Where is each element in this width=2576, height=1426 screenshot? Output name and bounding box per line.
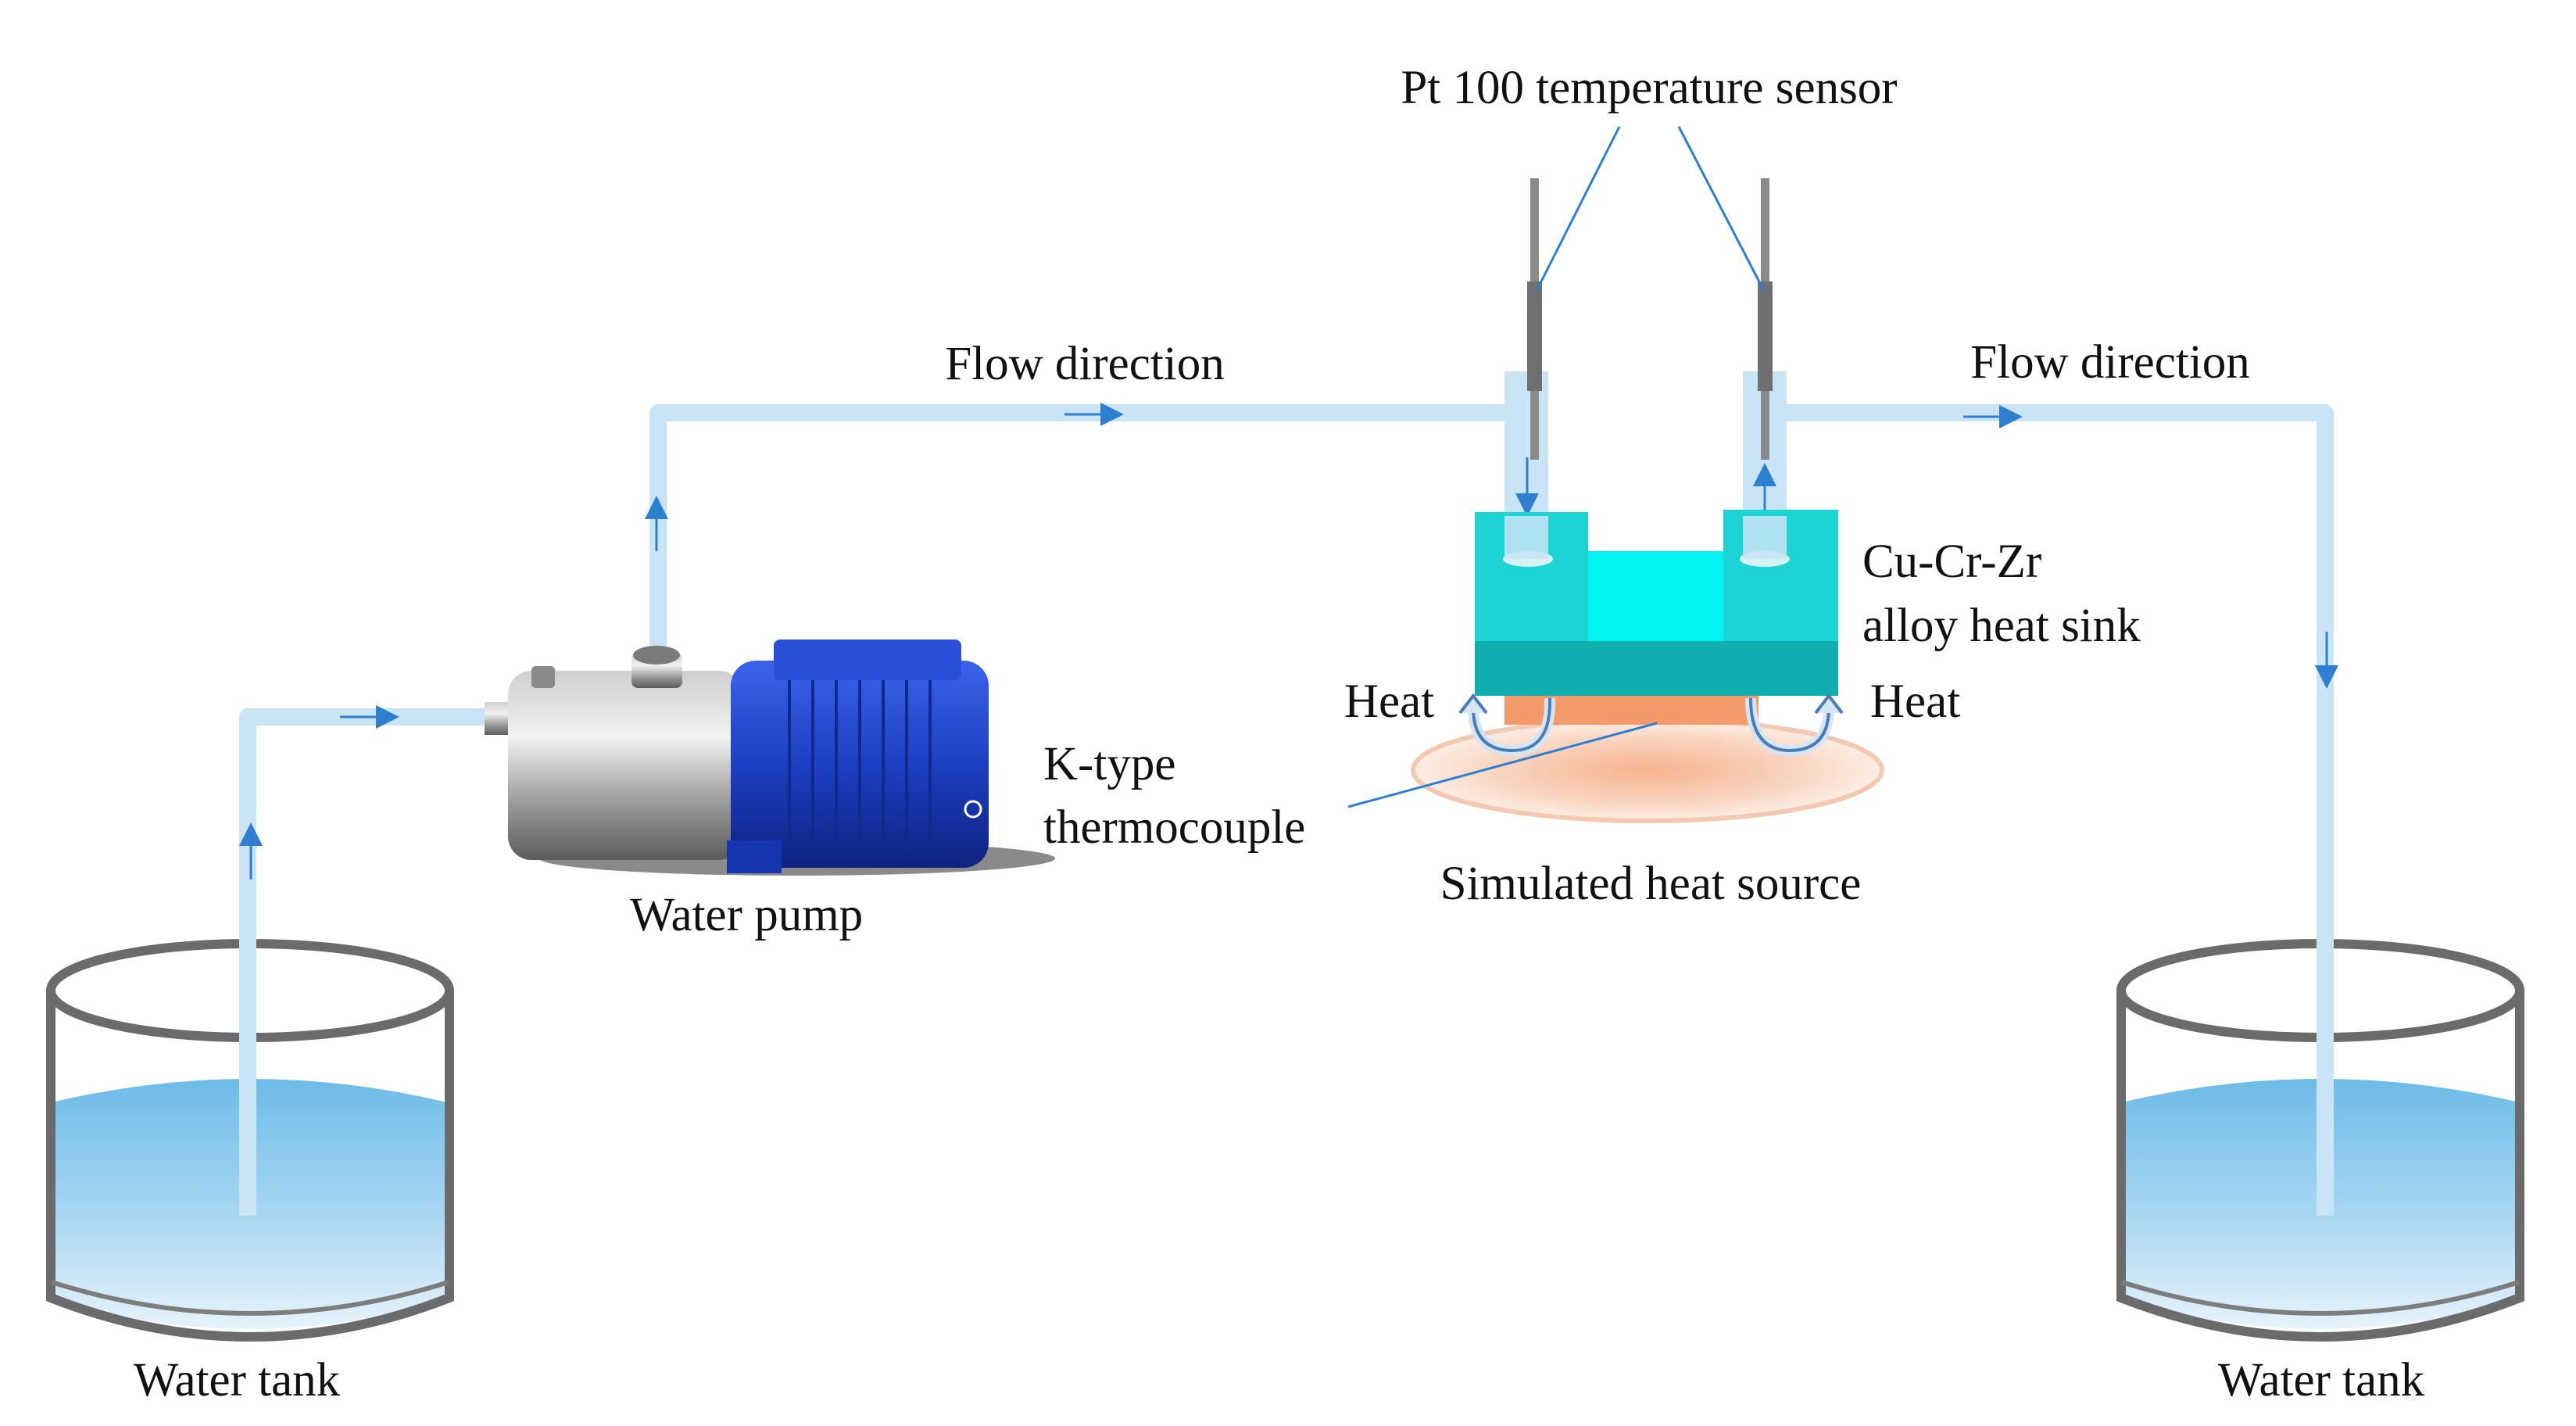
label-thermocouple-1: K-type	[1043, 738, 1175, 790]
label-heat-sink-1: Cu-Cr-Zr	[1862, 536, 2041, 588]
leader-lines	[1347, 126, 1766, 808]
tank-left-wall	[46, 991, 454, 1342]
label-tank-left: Water tank	[134, 1354, 341, 1406]
flow-arrows	[239, 403, 2338, 880]
water-pump	[485, 640, 1055, 876]
pt100-sensors	[1527, 178, 1773, 460]
tank-right-wall	[2116, 991, 2524, 1342]
label-heat-sink-2: alloy heat sink	[1862, 600, 2141, 652]
pump-terminal-box	[774, 640, 961, 680]
label-heat-source: Simulated heat source	[1440, 858, 1862, 910]
label-flow-right: Flow direction	[1970, 336, 2249, 389]
label-pump: Water pump	[630, 889, 863, 941]
heat-arrows	[1458, 693, 1844, 757]
pipe-inlet	[239, 708, 492, 1216]
thermocouple-leader	[1347, 722, 1658, 808]
heat-source-plate	[1504, 692, 1758, 725]
pipe-network	[239, 404, 2334, 1216]
label-tank-right: Water tank	[2218, 1354, 2425, 1406]
pipe-pump-to-sink	[649, 404, 1524, 663]
label-sensor: Pt 100 temperature sensor	[1401, 62, 1897, 114]
heat-sink	[1475, 510, 1838, 696]
label-thermocouple-2: thermocouple	[1043, 801, 1305, 854]
pump-body	[508, 671, 742, 860]
sensor-leader-left	[1535, 126, 1621, 292]
pipe-sink-to-tank	[1766, 404, 2334, 1216]
label-flow-left: Flow direction	[945, 338, 1224, 390]
heat-sink-center-block	[1587, 551, 1729, 641]
label-heat-right: Heat	[1870, 675, 1960, 728]
sensor-leader-right	[1677, 126, 1766, 292]
label-heat-left: Heat	[1344, 675, 1434, 728]
